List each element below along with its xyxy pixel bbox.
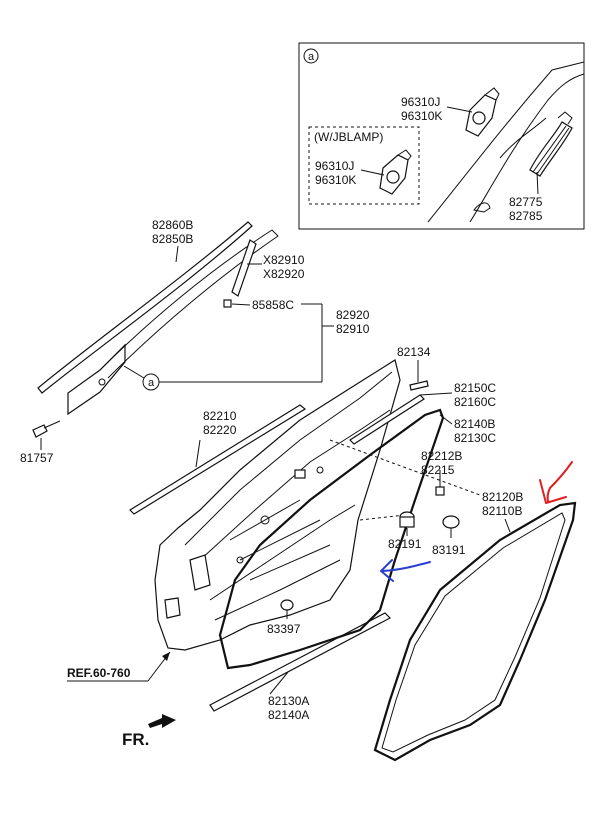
molding-82860B [37, 221, 253, 394]
strip-82210 [129, 404, 307, 515]
trim-82775-icon [529, 111, 573, 177]
inset-marker-label: a [308, 51, 315, 63]
label-82150C: 82150C [454, 381, 496, 395]
plug-82191-icon [399, 511, 415, 528]
inset-marker-circle [303, 48, 319, 64]
callout-a-label: a [148, 377, 155, 389]
jbl-lamp-group-box [308, 126, 420, 205]
reference-callout: REF.60-760 [67, 651, 171, 682]
label-82212B: 82212B [421, 449, 462, 463]
label-fr: FR. [122, 730, 149, 749]
label-82130A: 82130A [268, 694, 309, 708]
leader-96310-top [446, 106, 473, 113]
label-82140B: 82140B [454, 417, 495, 431]
label-82110B: 82110B [482, 504, 522, 518]
leader-85858C [231, 303, 251, 306]
detail-inset: a 96310J 96310K (W/JBLAMP) 96310J 96310K [298, 42, 585, 230]
label-82775: 82775 [509, 195, 543, 209]
label-82191: 82191 [388, 537, 422, 551]
strip-82130A [209, 612, 391, 712]
plug-83397-icon [280, 599, 294, 611]
door-sash-line [184, 371, 393, 546]
guide-82191 [359, 514, 406, 521]
leader-82120B [504, 518, 511, 533]
door-inner-line-1 [209, 504, 356, 601]
label-82860B: 82860B [152, 218, 193, 232]
inset-pillar-inner-edge [469, 73, 585, 223]
leader-82150C [419, 392, 453, 396]
frame-inner-line [99, 229, 279, 379]
door-outer-panel [154, 359, 401, 651]
front-direction-indicator: FR. [122, 714, 176, 749]
door-hinge [189, 554, 211, 591]
seal-82120B [373, 501, 577, 762]
label-X82920: X82920 [263, 267, 305, 281]
lamp-96310-jbl-icon [379, 149, 412, 195]
screw-81757-icon [32, 420, 61, 438]
door-shell [154, 359, 401, 651]
label-X82910: X82910 [263, 253, 305, 267]
door-hole-3 [236, 556, 244, 564]
bolt-82212B-icon [435, 480, 445, 496]
door-hole-1 [260, 515, 270, 525]
label-82215: 82215 [421, 463, 455, 477]
inset-trim-line [499, 117, 547, 159]
clip-85858C-icon [223, 299, 232, 308]
ref-arrowhead [162, 652, 170, 661]
label-82910: 82910 [336, 322, 370, 336]
label-85858C: 85858C [252, 298, 294, 312]
leader-82210 [195, 439, 201, 468]
door-belt-line [199, 409, 391, 561]
molding-X82910 [231, 239, 257, 297]
label-wjblamp: (W/JBLAMP) [314, 130, 383, 144]
part-82134-icon [409, 380, 429, 391]
label-82130C: 82130C [454, 431, 496, 445]
label-83397: 83397 [267, 622, 301, 636]
label-96310J-top: 96310J [401, 95, 440, 109]
leader-callout-a [123, 365, 145, 379]
label-82120B: 82120B [482, 490, 523, 504]
label-82140A: 82140A [268, 708, 309, 722]
mirror-patch [67, 343, 126, 416]
door-hole-2 [316, 466, 324, 474]
door-bolt [294, 469, 306, 479]
callout-a-circle [142, 373, 160, 391]
lamp-96310-icon [465, 87, 500, 137]
window-frame-molding [37, 221, 279, 416]
fr-arrow-icon [148, 714, 176, 728]
leader-82130A [269, 671, 289, 695]
red-annotation-arrow [539, 461, 573, 504]
label-82160C: 82160C [454, 395, 496, 409]
label-82134: 82134 [397, 345, 431, 359]
label-82210: 82210 [203, 409, 237, 423]
inset-frame [298, 42, 585, 230]
inset-pillar-edge [427, 61, 585, 223]
label-82220: 82220 [203, 423, 237, 437]
inset-pillar-notch [473, 202, 491, 213]
blue-annotation-arrow [380, 559, 431, 582]
label-82785: 82785 [509, 209, 543, 223]
label-82920: 82920 [336, 308, 370, 322]
leader-82775 [536, 171, 539, 195]
leader-82140B [439, 414, 453, 425]
strip-82150C [349, 394, 425, 445]
leader-82860B [175, 245, 179, 263]
guide-82212B [329, 439, 481, 496]
label-83191: 83191 [432, 543, 466, 557]
label-96310K-group: 96310K [315, 173, 356, 187]
label-96310K-top: 96310K [401, 109, 442, 123]
label-96310J-group: 96310J [315, 159, 354, 173]
leader-96310-group [360, 169, 385, 176]
mirror-hole [98, 378, 106, 386]
seal-82140B [218, 408, 445, 670]
door-inner-line-2 [214, 559, 341, 621]
label-ref: REF.60-760 [67, 666, 131, 680]
label-81757: 81757 [20, 451, 54, 465]
seal-82120B-inner [381, 512, 566, 753]
label-82850B: 82850B [152, 232, 193, 246]
plug-83191-icon [442, 515, 460, 529]
door-lower-hinge [164, 597, 181, 619]
